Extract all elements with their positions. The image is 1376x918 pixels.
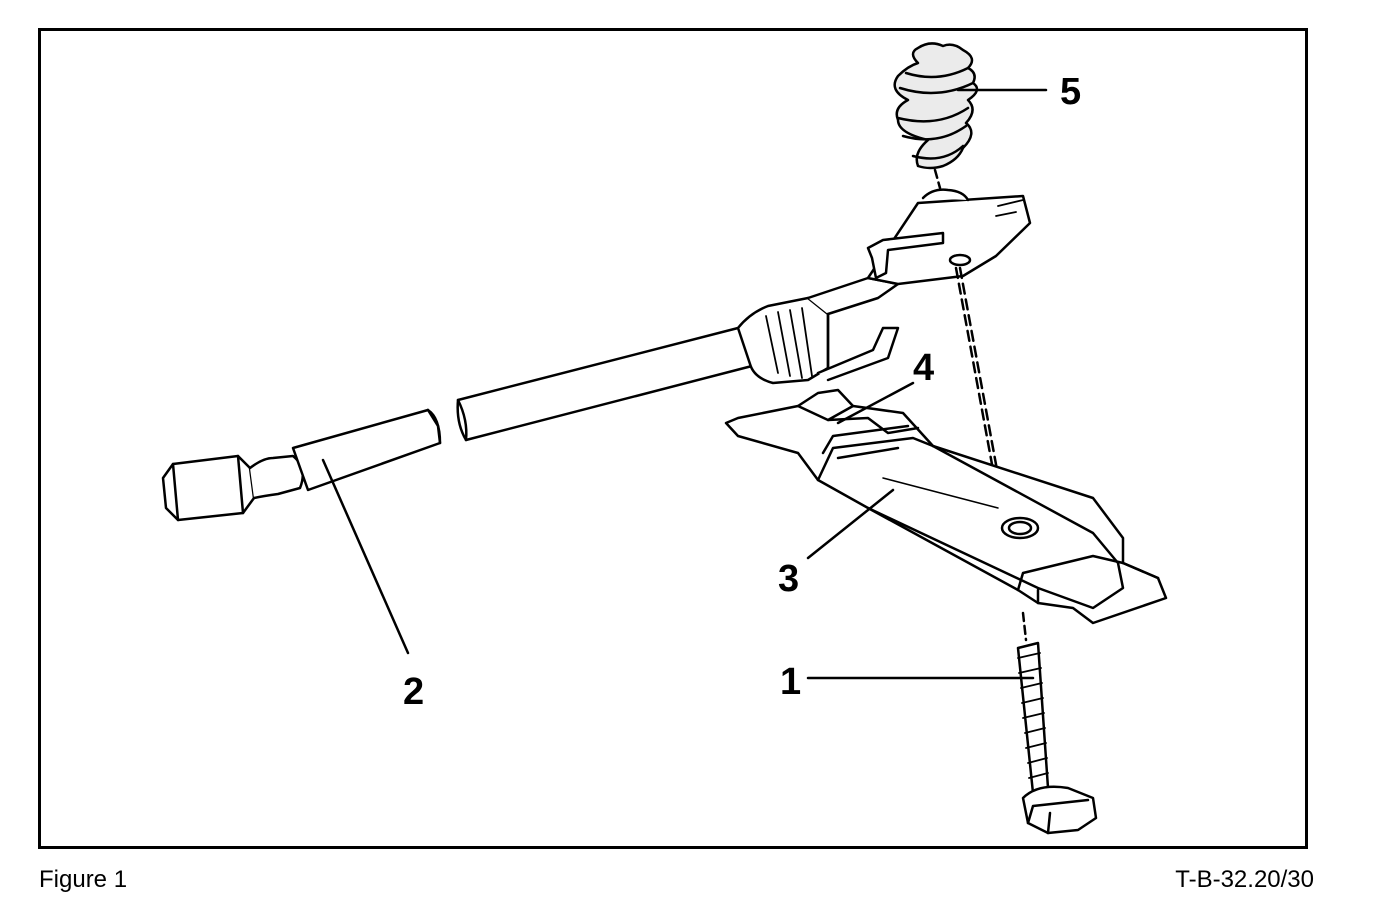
jack-head-part bbox=[866, 188, 1032, 286]
jack-screw-nut-part bbox=[893, 42, 979, 170]
figure-caption: Figure 1 bbox=[39, 866, 128, 893]
figure-frame bbox=[38, 28, 1308, 849]
base-plate-part bbox=[724, 388, 1168, 625]
jack-handle-part bbox=[161, 276, 900, 522]
callout-5-label: 5 bbox=[1060, 71, 1081, 113]
callout-1-label: 1 bbox=[780, 661, 801, 703]
callout-2-label: 2 bbox=[403, 671, 424, 713]
callout-3-label: 3 bbox=[778, 558, 799, 600]
callout-4-label: 4 bbox=[913, 347, 934, 389]
callout-4-leader bbox=[836, 381, 915, 425]
document-code: T-B-32.20/30 bbox=[1175, 866, 1314, 893]
callout-2-leader bbox=[321, 458, 410, 655]
exploded-diagram: 5 4 3 2 1 bbox=[161, 42, 1168, 835]
mounting-bolt-part bbox=[1016, 611, 1098, 835]
callout-3-leader bbox=[806, 488, 895, 560]
